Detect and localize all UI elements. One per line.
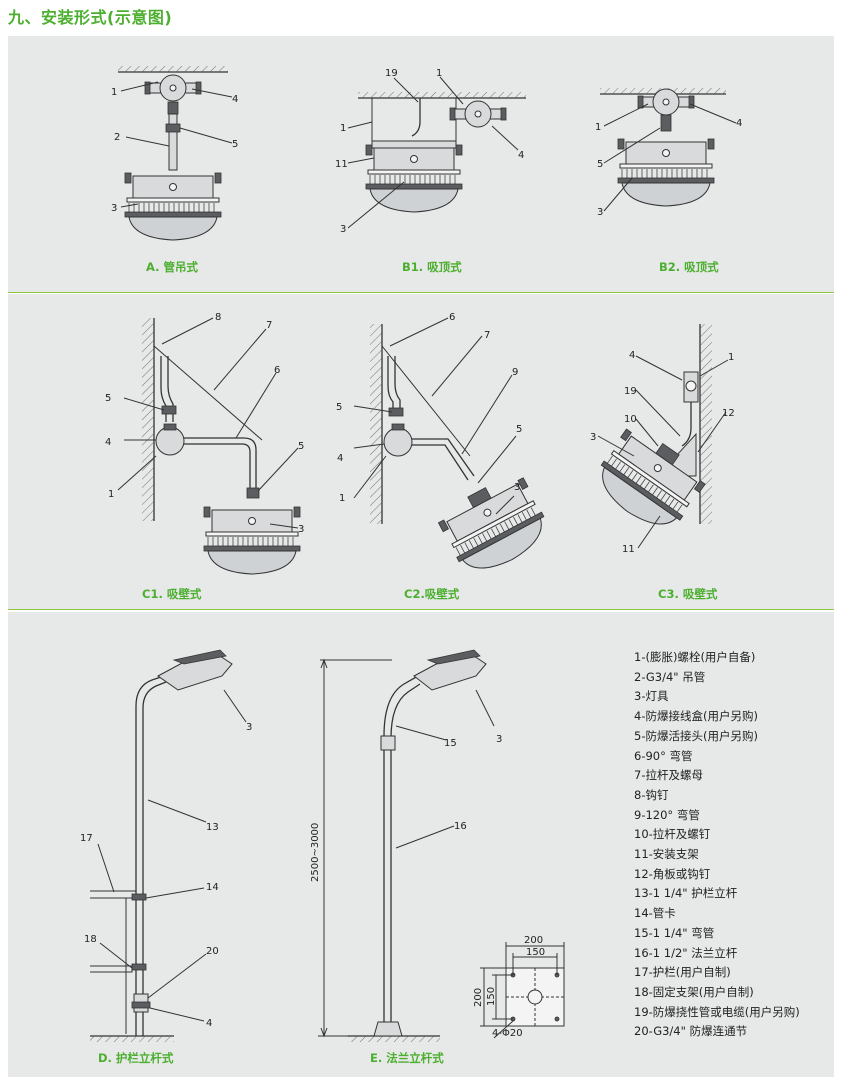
caption-e: E. 法兰立杆式 [370,1051,444,1065]
callout-3: 3 [340,224,346,235]
caption-d: D. 护栏立杆式 [98,1051,174,1065]
callout-1: 1 [108,489,114,500]
callout-1: 1 [340,123,346,134]
caption-c2: C2.吸壁式 [404,587,460,601]
callout-18: 18 [84,934,97,945]
callout-5: 5 [232,139,238,150]
callout-4: 4 [337,453,343,464]
legend-item: 16-1 1/2" 法兰立杆 [634,945,738,960]
callout-13: 13 [206,822,219,833]
legend-item: 2-G3/4" 吊管 [634,669,706,684]
callout-1: 1 [111,87,117,98]
caption-c1: C1. 吸壁式 [142,587,202,601]
callout-4: 4 [736,118,742,129]
parts-legend: 1-(膨胀)螺栓(用户自备) 2-G3/4" 吊管 3-灯具 4-防爆接线盒(用… [634,648,834,1042]
figure-b1-ceiling: 19 1 1 4 11 3 B1. 吸顶式 [335,68,526,274]
caption-b1: B1. 吸顶式 [402,260,462,274]
callout-3: 3 [590,432,596,443]
legend-item: 10-拉杆及螺钉 [634,827,711,842]
callout-4: 4 [232,94,238,105]
legend-item: 18-固定支架(用户自制) [634,984,754,999]
callout-5: 5 [298,441,304,452]
legend-item: 19-防爆挠性管或电缆(用户另购) [634,1004,800,1019]
callout-11: 11 [335,159,348,170]
callout-15: 15 [444,738,457,749]
callout-20: 20 [206,946,219,957]
figure-c3-wall: 4 1 19 10 12 3 11 C3. 吸壁式 [587,324,735,601]
callout-19: 19 [624,386,637,397]
callout-5: 5 [597,159,603,170]
flange-plate-detail: 200 150 200 150 4-Φ20 [473,935,565,1039]
legend-item: 14-管卡 [634,906,676,921]
dimension-width-inner: 150 [526,947,545,958]
caption-a: A. 管吊式 [146,260,198,274]
caption-b2: B2. 吸顶式 [659,260,719,274]
callout-4: 4 [629,350,635,361]
separator-line [8,292,834,293]
callout-5: 5 [336,402,342,413]
dimension-height-inner: 150 [486,987,497,1006]
legend-item: 4-防爆接线盒(用户另购) [634,709,758,724]
dimension-holes: 4-Φ20 [492,1028,523,1039]
callout-4: 4 [518,150,524,161]
callout-5: 5 [105,393,111,404]
callout-9: 9 [512,367,518,378]
callout-3: 3 [111,203,117,214]
legend-item: 11-安装支架 [634,847,699,862]
callout-8: 8 [215,312,221,323]
callout-5: 5 [516,424,522,435]
callout-3: 3 [496,734,502,745]
figure-c2-wall: 6 7 9 5 4 1 5 3 C2.吸壁式 [336,312,556,601]
callout-19: 19 [385,68,398,79]
legend-item: 1-(膨胀)螺栓(用户自备) [634,650,756,664]
legend-item: 6-90° 弯管 [634,748,693,763]
callout-3: 3 [514,482,520,493]
callout-3: 3 [298,524,304,535]
figure-a-pipe-pendant: 1 4 2 5 3 A. 管吊式 [111,66,238,274]
legend-item: 5-防爆活接头(用户另购) [634,728,758,743]
caption-c3: C3. 吸壁式 [658,587,718,601]
callout-2: 2 [114,132,120,143]
dimension-height-outer: 200 [473,988,484,1007]
separator-line [8,609,834,610]
installation-diagram: 1 4 2 5 3 A. 管吊式 19 1 1 4 11 3 B1. 吸顶式 [80,66,742,1065]
callout-11: 11 [622,544,635,555]
callout-7: 7 [266,320,272,331]
dimension-width-outer: 200 [524,935,543,946]
callout-12: 12 [722,408,735,419]
callout-3: 3 [246,722,252,733]
legend-item: 17-护栏(用户自制) [634,965,731,980]
legend-item: 9-120° 弯管 [634,807,700,822]
callout-10: 10 [624,414,637,425]
callout-6: 6 [274,365,280,376]
figure-b2-ceiling: 1 4 5 3 B2. 吸顶式 [595,88,742,274]
callout-1: 1 [728,352,734,363]
callout-6: 6 [449,312,455,323]
figure-e-flange-pole: 2500~3000 15 3 16 E. 法兰立杆式 [310,649,502,1065]
callout-4: 4 [206,1018,212,1029]
callout-16: 16 [454,821,467,832]
page-heading: 九、安装形式(示意图) [8,8,173,27]
callout-7: 7 [484,330,490,341]
legend-item: 13-1 1/4" 护栏立杆 [634,886,738,901]
callout-1: 1 [436,68,442,79]
callout-17: 17 [80,833,93,844]
figure-c1-wall: 8 7 6 5 4 1 5 3 C1. 吸壁式 [105,312,304,601]
dimension-height: 2500~3000 [310,823,321,882]
callout-14: 14 [206,882,219,893]
legend-item: 7-拉杆及螺母 [634,768,703,783]
legend-item: 8-钩钉 [634,787,669,802]
figure-d-guardrail-pole: 3 13 17 14 18 20 4 D. 护栏立杆式 [80,649,252,1065]
callout-1: 1 [595,122,601,133]
legend-item: 12-角板或钩钉 [634,866,711,881]
legend-item: 20-G3/4" 防爆连通节 [634,1024,748,1039]
legend-item: 15-1 1/4" 弯管 [634,925,715,940]
callout-1: 1 [339,493,345,504]
legend-item: 3-灯具 [634,689,669,704]
callout-4: 4 [105,437,111,448]
callout-3: 3 [597,207,603,218]
